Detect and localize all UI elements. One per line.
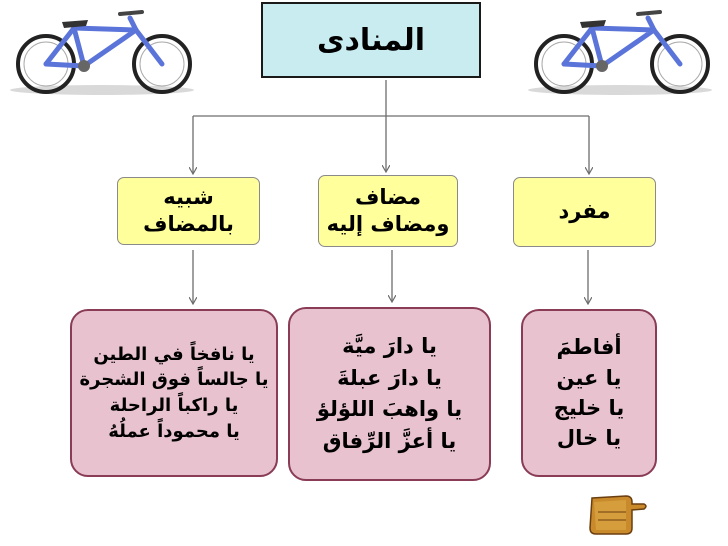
pointing-hand-icon[interactable] bbox=[586, 488, 650, 540]
example-line: أفاطمَ bbox=[556, 335, 622, 360]
example-line: يا نافخاً في الطين bbox=[93, 343, 255, 365]
category-label-line: ومضاف إليه bbox=[326, 212, 450, 236]
category-box-mufrad: مفرد bbox=[513, 177, 656, 247]
category-label-line: مفرد bbox=[558, 199, 611, 224]
example-line: يا خليج bbox=[553, 396, 625, 420]
example-line: يا دارَ عبلةَ bbox=[337, 365, 442, 390]
example-line: يا خال bbox=[556, 426, 622, 451]
example-line: يا محموداً عملُهُ bbox=[108, 420, 240, 442]
examples-box-mufrad: أفاطمَ يا عين يا خليج يا خال bbox=[521, 309, 657, 477]
category-label-line: بالمضاف bbox=[143, 212, 234, 236]
bicycle-left-image bbox=[10, 10, 194, 95]
title-text: المنادى bbox=[316, 22, 426, 58]
example-line: يا دارَ ميَّة bbox=[342, 334, 437, 358]
category-label-line: شبيه bbox=[163, 184, 214, 209]
title-box: المنادى bbox=[261, 2, 481, 78]
category-box-shibh-mudaf: شبيه بالمضاف bbox=[117, 177, 260, 245]
example-line: يا راكباً الراحلة bbox=[109, 395, 239, 416]
example-line: يا أعزَّ الرِّفاق bbox=[322, 428, 457, 453]
category-label-line: مضاف bbox=[355, 184, 421, 209]
examples-box-shibh-mudaf: يا نافخاً في الطين يا جالساً فوق الشجرة … bbox=[70, 309, 278, 477]
example-line: يا جالساً فوق الشجرة bbox=[79, 369, 269, 391]
example-line: يا عين bbox=[556, 365, 622, 390]
examples-box-mudaf: يا دارَ ميَّة يا دارَ عبلةَ يا واهبَ الل… bbox=[288, 307, 491, 481]
bicycle-right-image bbox=[528, 10, 712, 95]
category-box-mudaf: مضاف ومضاف إليه bbox=[318, 175, 458, 247]
example-line: يا واهبَ اللؤلؤ bbox=[316, 397, 463, 421]
